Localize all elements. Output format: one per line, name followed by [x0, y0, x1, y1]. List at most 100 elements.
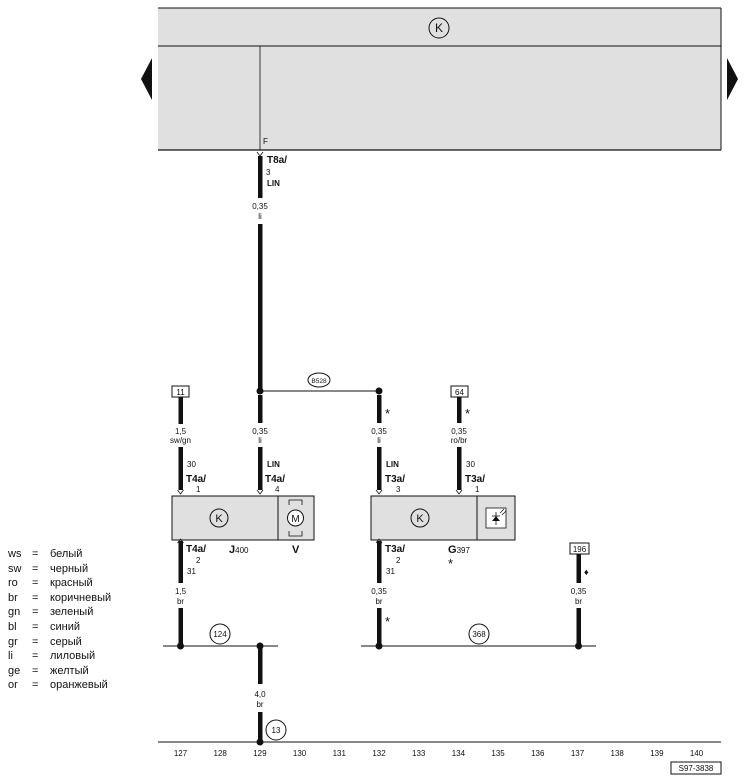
column-number: 131 [333, 749, 347, 758]
legend-color-name: оранжевый [50, 679, 108, 692]
main-wire-size: 0,35 [252, 202, 268, 211]
wire-129-connector: T4a/ [265, 474, 285, 485]
legend-row: sw=черный [8, 562, 111, 577]
wire-134-lower [457, 447, 462, 490]
legend-row: or=оранжевый [8, 678, 111, 693]
connector-arrow-icon [256, 489, 264, 495]
lower-127-pin: 2 [196, 556, 201, 565]
legend-row: li=лиловый [8, 649, 111, 664]
motor-symbol: M [291, 514, 299, 525]
wire-132-bottom-lower [377, 608, 382, 646]
lower-132-signal: 31 [386, 567, 395, 576]
legend-equals: = [32, 664, 39, 677]
legend-equals: = [32, 650, 39, 663]
legend-row: gn=зеленый [8, 605, 111, 620]
wire-129-pin: 4 [275, 485, 280, 494]
wire-127-size: 1,5 [175, 427, 187, 436]
wire-129-upper [258, 156, 263, 198]
legend-code: ro [8, 577, 18, 590]
legend-color-name: коричневый [50, 591, 112, 604]
lower-127-signal: 31 [187, 567, 196, 576]
legend-code: li [8, 650, 13, 663]
ground-node-132 [375, 642, 383, 650]
column-number: 139 [650, 749, 664, 758]
component-j400-label: J400 [229, 544, 249, 556]
component-g397-star: * [448, 556, 453, 571]
legend-code: sw [8, 562, 22, 575]
lower-132-size: 0,35 [371, 587, 387, 596]
legend-equals: = [32, 679, 39, 692]
wire-132-bottom-upper [377, 541, 382, 583]
legend-equals: = [32, 591, 39, 604]
terminal-196-label: 196 [573, 545, 587, 554]
legend-color-name: синий [50, 620, 81, 633]
ground-13-circle [265, 719, 287, 741]
control-unit-pin-number: 3 [266, 168, 271, 177]
ground-node-127 [177, 642, 184, 650]
next-page-arrow-icon[interactable] [727, 58, 738, 100]
wire-137-lower [576, 608, 581, 646]
main-wire-color: li [258, 212, 262, 221]
wire-137-diamond-icon: ♦ [584, 567, 589, 577]
legend-code: ge [8, 664, 21, 677]
legend-equals: = [32, 635, 39, 648]
legend-row: br=коричневый [8, 591, 111, 606]
wire-132-pin: 3 [396, 485, 401, 494]
column-number: 137 [571, 749, 585, 758]
ground-368-circle [468, 623, 490, 645]
legend-color-name: белый [50, 548, 83, 560]
wire-127-color: sw/gn [170, 436, 191, 445]
splice-node-132 [375, 387, 383, 395]
splice-label: B528 [311, 378, 327, 385]
wire-132-signal: LIN [386, 460, 399, 469]
ground-13-label: 13 [272, 726, 281, 735]
legend-code: gr [8, 635, 18, 648]
wire-129-color: li [258, 436, 262, 445]
wire-132-color: li [377, 436, 381, 445]
motor-label: V [292, 544, 300, 556]
column-number: 129 [253, 749, 267, 758]
wire-127-connector: T4a/ [186, 474, 206, 485]
figure-id-box [670, 761, 722, 775]
wire-127-bottom-lower [178, 608, 183, 646]
ground-124-circle [209, 623, 231, 645]
motor-upper-lead [288, 499, 303, 505]
wire-134-signal: 30 [466, 460, 475, 469]
previous-page-arrow-icon[interactable] [141, 58, 152, 100]
column-number: 134 [452, 749, 466, 758]
connector-arrow-icon [375, 489, 383, 495]
wire-132-star: * [385, 406, 390, 421]
photodiode-icon [485, 507, 507, 529]
ground-trunk-upper [258, 646, 263, 684]
legend-code: gn [8, 606, 21, 619]
wire-127-signal: 30 [187, 460, 196, 469]
column-number: 133 [412, 749, 426, 758]
connector-arrow-icon [256, 151, 264, 157]
wire-134-pin: 1 [475, 485, 480, 494]
lower-127-color: br [177, 597, 184, 606]
legend-row: bl=синий [8, 620, 111, 635]
ground-wire-size: 4,0 [254, 690, 266, 699]
wire-129-size: 0,35 [252, 427, 268, 436]
wire-132-lower [377, 447, 382, 490]
component-j400-symbol-circle [209, 508, 229, 528]
legend-row: ws=белый [8, 547, 111, 562]
component-g397-label: G397 [448, 544, 470, 556]
control-unit-body [158, 8, 721, 150]
wire-129-lower-b [258, 447, 263, 490]
legend-color-name: красный [50, 577, 93, 590]
ground-node-137 [575, 642, 582, 650]
column-number: 140 [690, 749, 704, 758]
lower-132-star: * [385, 614, 390, 629]
connector-arrow-icon [455, 489, 463, 495]
legend-equals: = [32, 562, 39, 575]
legend-row: gr=серый [8, 635, 111, 650]
lower-127-size: 1,5 [175, 587, 187, 596]
control-unit-symbol-circle [428, 17, 450, 39]
lower-127-connector: T4a/ [186, 544, 206, 555]
legend-color-name: желтый [50, 664, 89, 677]
figure-id: S97-3838 [679, 764, 714, 773]
